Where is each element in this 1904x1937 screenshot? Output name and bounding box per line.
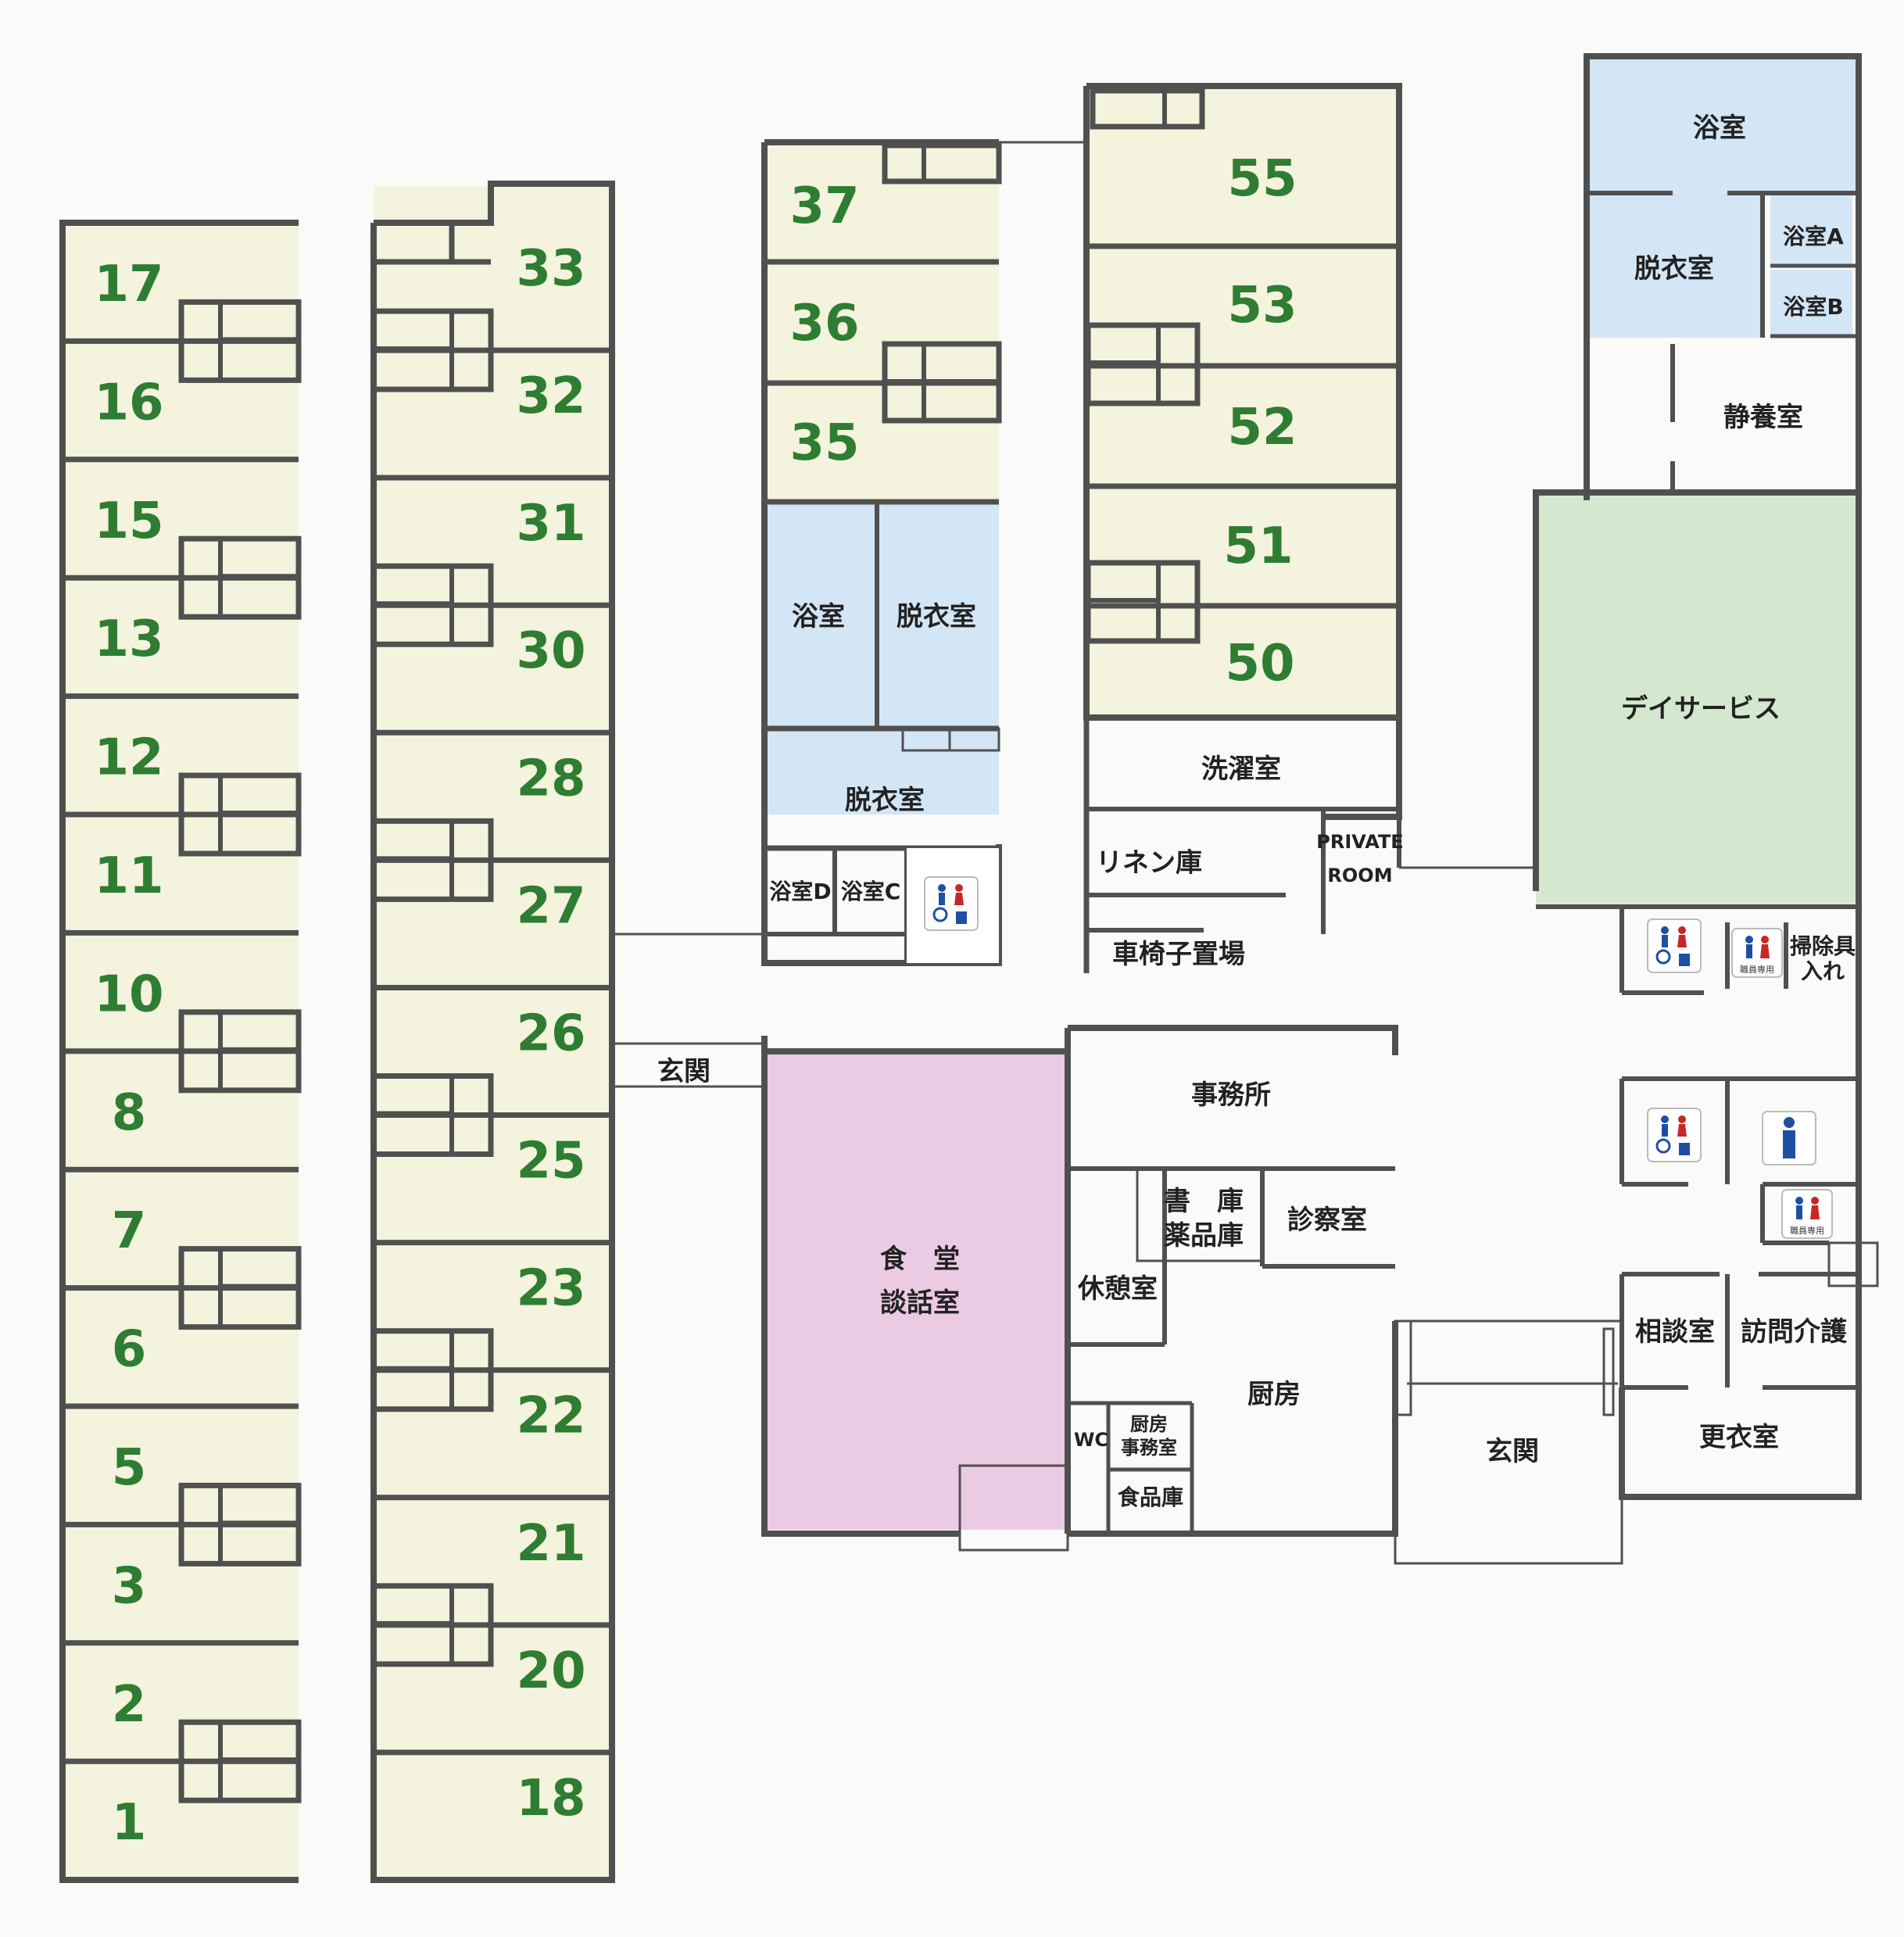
linen-label: リネン庫: [1096, 847, 1202, 879]
room-37: 37: [789, 177, 859, 235]
clinic-label: 診察室: [1287, 1205, 1367, 1236]
room-27: 27: [516, 877, 585, 935]
private-room-label: PRIVATE: [1316, 831, 1403, 853]
east-bath-label: 浴室: [1693, 113, 1746, 144]
dining-label: 食 堂: [880, 1244, 960, 1275]
kitchen-office-label: 厨房: [1130, 1413, 1168, 1435]
cleaning-storage-label: 掃除具: [1790, 933, 1856, 959]
dressing-label-2: 脱衣室: [845, 785, 925, 816]
room-22: 22: [516, 1387, 585, 1445]
cleaning-storage-label-2: 入れ: [1801, 958, 1845, 984]
kitchen-office-label-2: 事務室: [1121, 1437, 1177, 1459]
break-room-label: 休憩室: [1077, 1273, 1158, 1305]
private-room-label-2: ROOM: [1327, 865, 1392, 886]
room-52: 52: [1227, 399, 1297, 457]
wc-label: WC: [1074, 1429, 1108, 1451]
male-restroom-icon: [1762, 1111, 1816, 1165]
laundry-label: 洗濯室: [1201, 754, 1281, 785]
room-50: 50: [1225, 635, 1294, 693]
archive-label: 書 庫: [1164, 1186, 1244, 1217]
west-wing-rooms: 1716151312111087653213332313028272625232…: [63, 240, 612, 1852]
rest-room-label: 静養室: [1723, 402, 1803, 433]
east-wing: [1394, 53, 1879, 1565]
room-18: 18: [516, 1770, 585, 1828]
kitchen-label: 厨房: [1247, 1379, 1301, 1410]
room-labels: 37 36 35 55 53 52 51 50 浴室 脱衣室 脱衣室 浴室D 浴…: [657, 113, 1856, 1510]
lounge-label: 談話室: [880, 1287, 960, 1319]
dressing-label: 脱衣室: [897, 601, 976, 632]
room-33: 33: [516, 240, 585, 298]
restroom-accessible-icon: [1647, 918, 1702, 973]
food-storage-label: 食品庫: [1118, 1484, 1183, 1510]
room-32: 32: [516, 367, 585, 425]
room-21: 21: [516, 1515, 585, 1573]
room-20: 20: [516, 1642, 585, 1700]
room-28: 28: [516, 750, 585, 807]
room-1: 1: [112, 1794, 147, 1852]
room-2: 2: [112, 1676, 147, 1734]
room-8: 8: [112, 1084, 147, 1142]
svg-text:職員専用: 職員専用: [1790, 1226, 1824, 1236]
svg-text:職員専用: 職員専用: [1740, 965, 1774, 975]
room-12: 12: [94, 729, 163, 787]
day-service-label: デイサービス: [1621, 693, 1781, 725]
restroom-accessible-icon: [924, 876, 979, 931]
consultation-label: 相談室: [1635, 1316, 1715, 1348]
bath-label: 浴室: [792, 601, 845, 632]
room-51: 51: [1223, 517, 1293, 575]
room-26: 26: [516, 1004, 585, 1062]
room-15: 15: [94, 492, 163, 550]
room-17: 17: [94, 256, 163, 313]
changing-room-label: 更衣室: [1699, 1422, 1779, 1453]
bath-d-label: 浴室D: [769, 879, 831, 904]
room-11: 11: [94, 847, 163, 905]
east-dressing-label: 脱衣室: [1634, 253, 1714, 285]
room-36: 36: [789, 295, 859, 353]
north-wing: [612, 83, 1520, 973]
room-5: 5: [112, 1439, 147, 1497]
restroom-accessible-icon: [1647, 1108, 1702, 1162]
room-53: 53: [1227, 277, 1297, 335]
room-7: 7: [112, 1202, 147, 1260]
home-care-label: 訪問介護: [1741, 1316, 1848, 1348]
room-23: 23: [516, 1260, 585, 1318]
east-entrance-label: 玄関: [1486, 1436, 1539, 1467]
restroom-staff-icon: 職員専用: [1781, 1189, 1833, 1239]
room-31: 31: [516, 495, 585, 553]
pharmacy-label: 薬品庫: [1164, 1220, 1244, 1251]
room-25: 25: [516, 1133, 585, 1190]
room-10: 10: [94, 965, 163, 1023]
room-6: 6: [112, 1321, 147, 1379]
room-35: 35: [789, 414, 859, 472]
room-30: 30: [516, 622, 585, 680]
office-label: 事務所: [1191, 1079, 1271, 1111]
room-55: 55: [1227, 150, 1297, 208]
bath-c-label: 浴室C: [841, 879, 901, 904]
bath-b-label: 浴室B: [1783, 294, 1843, 320]
restroom-staff-icon: 職員専用: [1731, 928, 1783, 978]
room-16: 16: [94, 374, 163, 431]
wheelchair-label: 車椅子置場: [1112, 939, 1245, 970]
center-block: [612, 1025, 1412, 1552]
bath-a-label: 浴室A: [1783, 224, 1844, 249]
room-13: 13: [94, 610, 163, 668]
room-3: 3: [112, 1557, 147, 1615]
entrance-label: 玄関: [657, 1056, 710, 1087]
